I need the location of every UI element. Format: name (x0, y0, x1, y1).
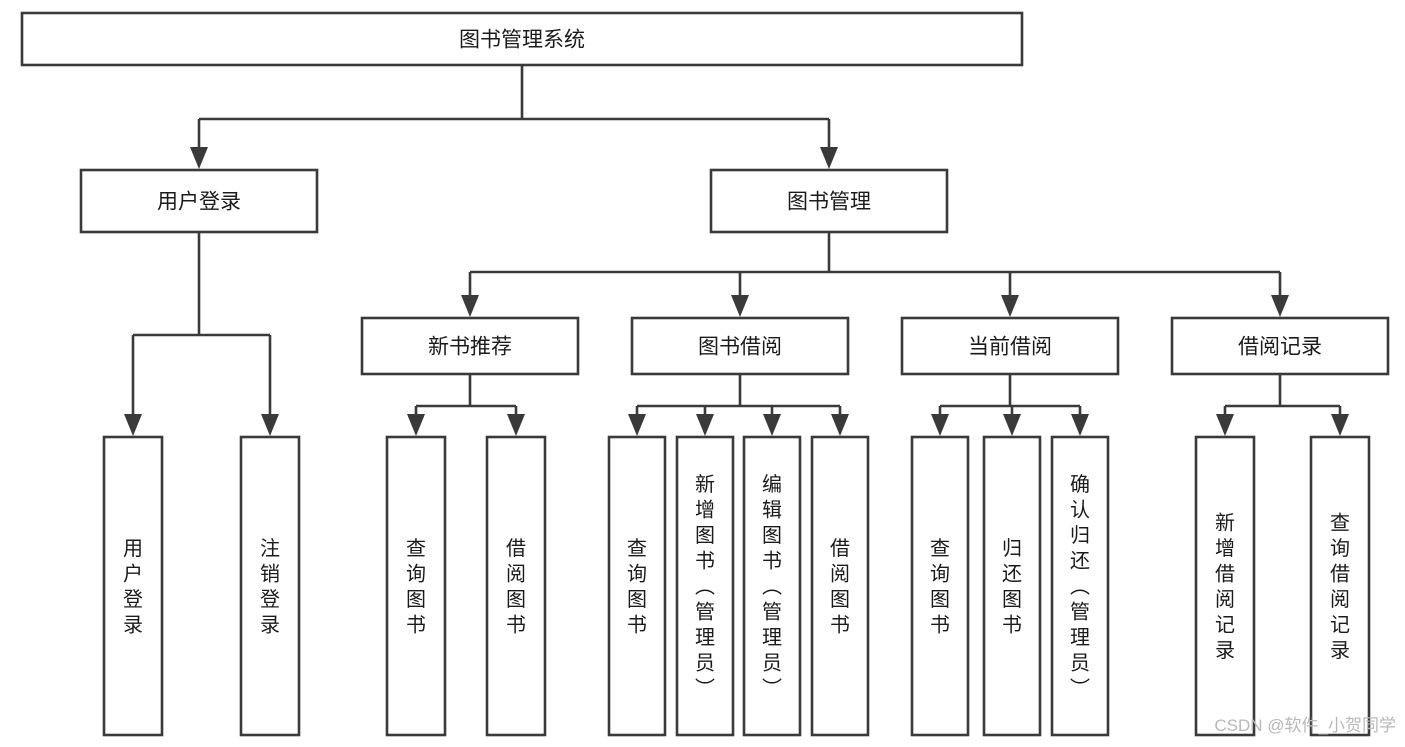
node-label-leaf-user-login: 用户登录 (123, 538, 143, 637)
node-leaf-query-book-3[interactable]: 查询图书 (910, 435, 970, 737)
node-label-user-login: 用户登录 (157, 191, 241, 214)
node-box-leaf-query-record[interactable] (1309, 435, 1371, 737)
node-box-leaf-confirm-return[interactable] (1050, 435, 1110, 737)
arrow-head-icon (124, 414, 142, 436)
node-label-leaf-query-book-3: 查询图书 (930, 537, 950, 637)
arrow-head-icon (407, 414, 425, 436)
arrow-head-icon (763, 414, 781, 436)
node-label-leaf-query-record: 查询借阅记录 (1330, 511, 1350, 662)
edge-group-borrow-record (1216, 374, 1349, 436)
edge-group-book-manage (461, 232, 1289, 317)
node-leaf-confirm-return[interactable]: 确认归还︵管理员︶ (1050, 435, 1110, 737)
node-box-borrow-record[interactable] (1170, 316, 1390, 376)
node-leaf-borrow-book-2[interactable]: 借阅图书 (810, 435, 870, 737)
node-box-root[interactable] (20, 11, 1024, 67)
node-box-current-borrow[interactable] (900, 316, 1120, 376)
node-leaf-borrow-book-1[interactable]: 借阅图书 (485, 435, 547, 737)
node-label-book-manage: 图书管理 (787, 191, 871, 214)
arrow-head-icon (1216, 414, 1234, 436)
node-label-leaf-user-logout: 注销登录 (260, 537, 280, 637)
node-leaf-add-book[interactable]: 新增图书︵管理员︶ (675, 435, 735, 737)
node-leaf-user-login[interactable]: 用户登录 (102, 435, 164, 737)
arrow-head-icon (831, 414, 849, 436)
node-box-leaf-return-book[interactable] (982, 435, 1042, 737)
arrow-head-icon (507, 414, 525, 436)
edge-group-book-borrow (628, 374, 849, 436)
node-leaf-query-record[interactable]: 查询借阅记录 (1309, 435, 1371, 737)
node-label-book-borrow: 图书借阅 (698, 336, 782, 359)
node-label-leaf-confirm-return: 确认归还︵管理员︶ (1070, 473, 1090, 700)
connector-layer (124, 65, 1349, 436)
arrow-head-icon (1271, 295, 1289, 317)
node-box-user-login[interactable] (79, 168, 319, 234)
node-box-leaf-edit-book[interactable] (742, 435, 802, 737)
node-box-book-borrow[interactable] (630, 316, 850, 376)
node-box-leaf-add-record[interactable] (1194, 435, 1256, 737)
edge-group-user-login (124, 232, 279, 436)
node-box-book-manage[interactable] (709, 168, 949, 234)
node-label-leaf-query-book-2: 查询图书 (627, 537, 647, 637)
edge-group-current-borrow (931, 374, 1089, 436)
arrow-head-icon (731, 295, 749, 317)
arrow-head-icon (1331, 414, 1349, 436)
node-box-leaf-query-book-3[interactable] (910, 435, 970, 737)
arrow-head-icon (696, 414, 714, 436)
arrow-head-icon (1001, 295, 1019, 317)
node-label-leaf-edit-book: 编辑图书︵管理员︶ (762, 473, 782, 700)
node-label-leaf-query-book-1: 查询图书 (406, 537, 426, 637)
arrow-head-icon (628, 414, 646, 436)
arrow-head-icon (261, 414, 279, 436)
node-leaf-edit-book[interactable]: 编辑图书︵管理员︶ (742, 435, 802, 737)
node-box-leaf-query-book-2[interactable] (607, 435, 667, 737)
node-label-leaf-borrow-book-1: 借阅图书 (506, 537, 526, 637)
arrow-head-icon (931, 414, 949, 436)
node-box-leaf-borrow-book-1[interactable] (485, 435, 547, 737)
node-layer: 图书管理系统用户登录图书管理新书推荐图书借阅当前借阅借阅记录用户登录注销登录查询… (20, 11, 1390, 737)
node-label-leaf-add-book: 新增图书︵管理员︶ (695, 473, 715, 700)
node-box-new-book-rec[interactable] (360, 316, 580, 376)
node-leaf-add-record[interactable]: 新增借阅记录 (1194, 435, 1256, 737)
node-label-root: 图书管理系统 (459, 29, 585, 52)
node-label-leaf-borrow-book-2: 借阅图书 (830, 537, 850, 637)
node-label-leaf-return-book: 归还图书 (1002, 537, 1022, 637)
node-leaf-query-book-2[interactable]: 查询图书 (607, 435, 667, 737)
node-label-borrow-record: 借阅记录 (1238, 336, 1322, 359)
node-box-leaf-query-book-1[interactable] (385, 435, 447, 737)
node-current-borrow[interactable]: 当前借阅 (900, 316, 1120, 376)
node-box-leaf-user-logout[interactable] (239, 435, 301, 737)
node-label-current-borrow: 当前借阅 (968, 336, 1052, 359)
node-borrow-record[interactable]: 借阅记录 (1170, 316, 1390, 376)
node-leaf-return-book[interactable]: 归还图书 (982, 435, 1042, 737)
node-label-new-book-rec: 新书推荐 (428, 336, 512, 359)
node-box-leaf-borrow-book-2[interactable] (810, 435, 870, 737)
node-leaf-user-logout[interactable]: 注销登录 (239, 435, 301, 737)
arrow-head-icon (820, 147, 838, 169)
node-book-manage[interactable]: 图书管理 (709, 168, 949, 234)
node-user-login[interactable]: 用户登录 (79, 168, 319, 234)
node-new-book-rec[interactable]: 新书推荐 (360, 316, 580, 376)
node-box-leaf-add-book[interactable] (675, 435, 735, 737)
node-leaf-query-book-1[interactable]: 查询图书 (385, 435, 447, 737)
arrow-head-icon (461, 295, 479, 317)
node-root[interactable]: 图书管理系统 (20, 11, 1024, 67)
node-label-leaf-add-record: 新增借阅记录 (1215, 511, 1235, 662)
arrow-head-icon (1071, 414, 1089, 436)
edge-group-root (190, 65, 838, 169)
edge-group-new-book-rec (407, 374, 525, 436)
node-box-leaf-user-login[interactable] (102, 435, 164, 737)
arrow-head-icon (1003, 414, 1021, 436)
csdn-watermark: CSDN @软件_小贺同学 (1214, 716, 1396, 735)
arrow-head-icon (190, 147, 208, 169)
node-book-borrow[interactable]: 图书借阅 (630, 316, 850, 376)
